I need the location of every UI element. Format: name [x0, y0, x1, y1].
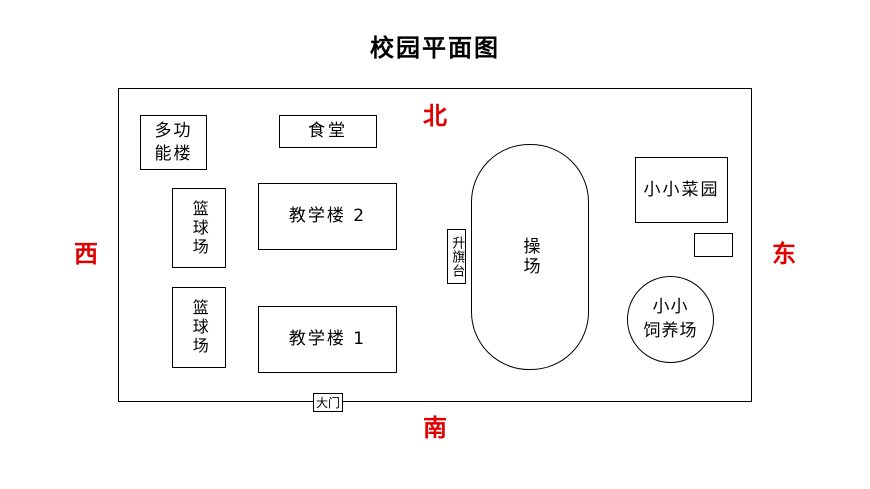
playground-track: 操场: [471, 144, 589, 370]
main-gate: 大门: [313, 393, 343, 412]
multi-function-building: 多功 能楼: [140, 115, 207, 170]
south-label: 南: [423, 414, 447, 442]
vegetable-garden: 小小菜园: [635, 157, 728, 223]
campus-boundary: [118, 88, 752, 402]
playground-label: 操场: [519, 237, 540, 277]
small-unlabeled-box: [694, 233, 733, 257]
teaching-building-1: 教学楼 1: [258, 306, 397, 373]
teaching-building-2: 教学楼 2: [258, 183, 397, 250]
breeding-farm: 小小 饲养场: [627, 276, 714, 363]
east-label: 东: [772, 240, 796, 268]
north-label: 北: [423, 102, 447, 130]
basketball-court-lower: 篮球场: [172, 287, 226, 368]
diagram-title: 校园平面图: [370, 34, 500, 62]
basketball-court-upper: 篮球场: [172, 188, 226, 268]
west-label: 西: [74, 240, 98, 268]
canteen: 食堂: [279, 115, 377, 148]
flag-raising-platform: 升旗台: [447, 229, 466, 284]
